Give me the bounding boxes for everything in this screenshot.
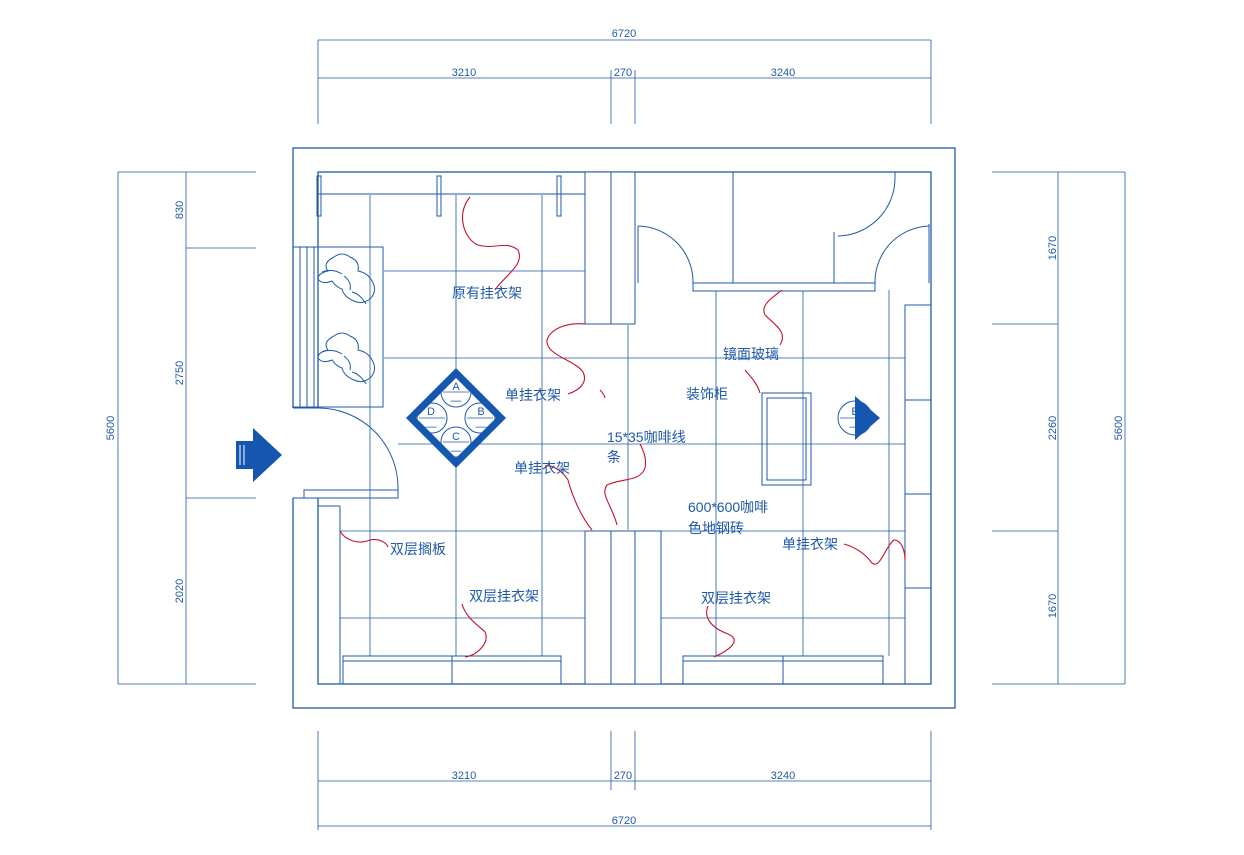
dim-bottom-mid: 270 [614, 770, 632, 782]
label-original-rack: 原有挂衣架 [452, 285, 522, 301]
dim-right-total: 5600 [1113, 416, 1125, 440]
label-single-rack-3: 单挂衣架 [782, 536, 838, 552]
marker-c-dash: — [451, 445, 462, 457]
dim-bottom-total: 6720 [612, 815, 636, 827]
marker-e-label: E [851, 406, 858, 418]
mannequin-icon [317, 253, 376, 385]
left-dimension-lines [117, 171, 256, 685]
entry-arrow-icon [236, 428, 282, 482]
fitting-rooms [637, 171, 930, 292]
label-single-rack-1: 单挂衣架 [505, 387, 561, 403]
double-rack-left [342, 655, 562, 685]
bottom-dimension-lines [317, 731, 932, 830]
dim-top-left: 3210 [452, 67, 476, 79]
right-wall-rack [904, 304, 932, 685]
dim-top-mid: 270 [614, 67, 632, 79]
label-floor-tile-2: 色地钢砖 [688, 520, 744, 536]
label-decor-cabinet: 装饰柜 [686, 386, 728, 402]
label-double-rack-right: 双层挂衣架 [701, 590, 771, 606]
double-shelf [318, 505, 341, 685]
dim-left-b: 2750 [174, 361, 186, 385]
marker-c-label: C [452, 431, 460, 443]
label-coffee-strip-1: 15*35咖啡线 [607, 429, 686, 445]
marker-d-label: D [427, 406, 435, 418]
marker-b-dash: — [476, 421, 487, 433]
label-mirror-glass: 镜面玻璃 [723, 346, 779, 362]
dim-bottom-right: 3240 [771, 770, 795, 782]
right-dimension-lines [992, 171, 1126, 685]
label-double-shelf: 双层搁板 [390, 541, 446, 557]
double-rack-right [682, 655, 884, 685]
original-hanging-rack [316, 171, 586, 217]
label-floor-tile-1: 600*600咖啡 [688, 499, 768, 515]
dim-right-c: 1670 [1047, 594, 1059, 618]
label-double-rack-left: 双层挂衣架 [469, 588, 539, 604]
top-dimension-lines [317, 39, 932, 124]
marker-a-label: A [452, 381, 460, 393]
label-coffee-strip-2: 条 [607, 449, 621, 465]
elevation-marker-abcd [406, 368, 506, 468]
dim-left-a: 830 [174, 201, 186, 219]
dim-bottom-left: 3210 [452, 770, 476, 782]
marker-b-label: B [477, 406, 484, 418]
label-single-rack-2: 单挂衣架 [514, 460, 570, 476]
decor-cabinet [761, 392, 812, 486]
marker-d-dash: — [426, 421, 437, 433]
dim-left-total: 5600 [105, 416, 117, 440]
central-partition [584, 171, 662, 685]
floor-tile-grid [340, 195, 905, 656]
marker-a-dash: — [451, 395, 462, 407]
dim-right-b: 2260 [1047, 416, 1059, 440]
marker-e-dash: — [850, 421, 861, 433]
dim-top-right: 3240 [771, 67, 795, 79]
elevation-marker-e [837, 396, 880, 440]
display-stand [292, 246, 384, 408]
dim-top-total: 6720 [612, 28, 636, 40]
dim-right-a: 1670 [1047, 236, 1059, 260]
dim-left-c: 2020 [174, 579, 186, 603]
red-leader-lines [339, 196, 906, 658]
entrance-door [290, 407, 399, 499]
